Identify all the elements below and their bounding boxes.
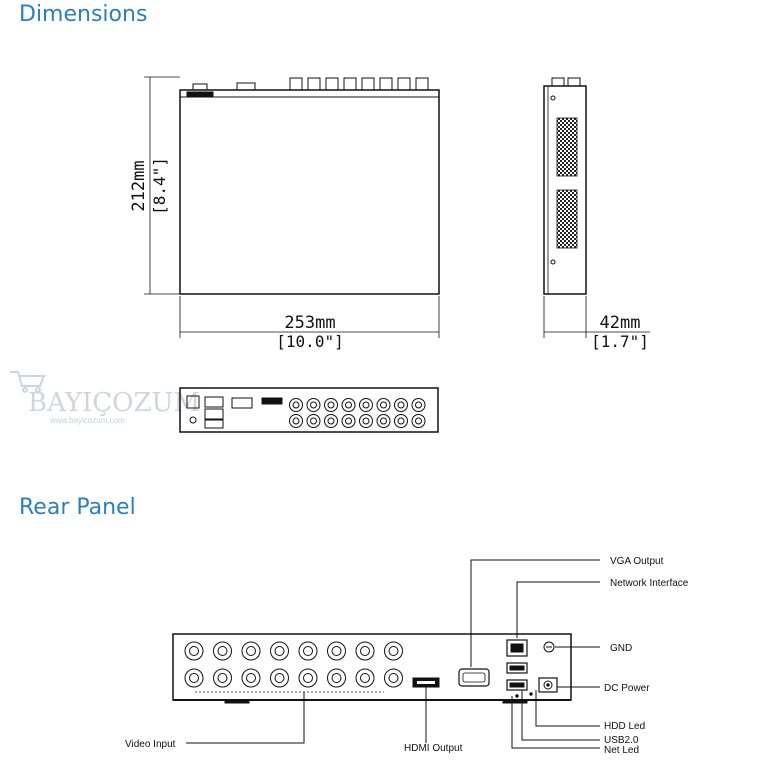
width-inch-label: [10.0"] — [276, 332, 343, 351]
bnc-connector-icon — [270, 641, 289, 661]
bnc-connector-icon — [306, 398, 321, 412]
bnc-connector-icon — [384, 641, 403, 661]
small-bnc-ports — [289, 398, 426, 428]
bnc-connector-icon — [327, 668, 346, 688]
small-vga-port — [231, 397, 253, 409]
bnc-connector-icon — [359, 398, 373, 412]
bnc-connector-icon — [184, 641, 204, 661]
dimensions-heading: Dimensions — [19, 2, 148, 27]
video-input-label: Video Input — [125, 739, 176, 750]
bnc-connector-icon — [213, 641, 232, 661]
net-led-label: Net Led — [604, 745, 639, 756]
top-view-drawing — [144, 76, 440, 338]
gnd-label: GND — [610, 643, 632, 654]
video-input-callout-line — [186, 692, 305, 744]
rear-bnc-ports — [184, 641, 403, 688]
bnc-connector-icon — [359, 414, 373, 428]
vga-port — [458, 668, 490, 687]
width-mm-label: 253mm — [284, 313, 335, 333]
net-led-icon — [515, 694, 519, 698]
hdd-led-icon — [529, 692, 533, 696]
bnc-connector-icon — [355, 641, 375, 661]
bnc-connector-icon — [289, 398, 303, 412]
lan-port — [506, 639, 528, 657]
vga-output-label: VGA Output — [610, 556, 664, 567]
watermark-url: www.bayicozum.com — [49, 416, 125, 425]
bnc-connector-icon — [376, 414, 391, 428]
bnc-connector-icon — [298, 668, 318, 688]
front-logo-mark — [186, 91, 214, 97]
bnc-connector-icon — [213, 668, 232, 688]
usb-label: USB2.0 — [604, 735, 639, 746]
side-vent-lower — [556, 189, 578, 249]
usb-port-lower — [506, 679, 528, 691]
gnd-screw-icon — [543, 641, 555, 653]
height-dimension-lines — [144, 76, 180, 295]
bnc-connector-icon — [270, 668, 289, 688]
side-view-body — [543, 85, 587, 295]
bnc-connector-icon — [184, 668, 204, 688]
dc-power-jack — [538, 677, 558, 693]
rear-foot-right — [502, 699, 528, 704]
bnc-connector-icon — [241, 641, 261, 661]
bnc-connector-icon — [394, 398, 408, 412]
bnc-connector-icon — [298, 641, 318, 661]
side-view-drawing — [543, 77, 650, 338]
rear-view-small — [179, 387, 439, 433]
depth-inch-label: [1.7"] — [591, 332, 649, 351]
hdd-led-callout-line — [535, 690, 600, 727]
rear-panel-drawing — [172, 633, 572, 704]
height-inch-label: [8.4"] — [150, 157, 169, 215]
usb-port-upper — [506, 662, 528, 674]
bnc-connector-icon — [355, 668, 375, 688]
height-mm-label: 212mm — [129, 160, 149, 211]
bnc-connector-icon — [324, 398, 338, 412]
bnc-connector-icon — [341, 414, 356, 428]
side-vent-upper — [556, 117, 578, 177]
top-connectors — [192, 77, 429, 91]
watermark-brand: BAYIÇOZUM — [28, 388, 200, 418]
small-usb-lan — [204, 396, 224, 429]
rear-foot-left — [224, 699, 250, 704]
hdmi-output-label: HDMI Output — [404, 743, 463, 754]
bnc-connector-icon — [241, 668, 261, 688]
depth-dimension-lines — [543, 296, 650, 338]
bnc-connector-icon — [289, 414, 303, 428]
bnc-connector-icon — [327, 641, 346, 661]
top-view-body — [179, 89, 440, 295]
small-power-port — [186, 395, 200, 424]
bnc-connector-icon — [376, 398, 391, 412]
bnc-connector-icon — [306, 414, 321, 428]
bnc-connector-icon — [411, 398, 426, 412]
rear-panel-heading: Rear Panel — [19, 495, 136, 520]
cart-icon — [10, 371, 46, 393]
width-dimension-lines — [179, 296, 440, 338]
usb-callout-line — [521, 690, 600, 741]
bnc-connector-icon — [341, 398, 356, 412]
hdd-led-label: HDD Led — [604, 721, 645, 732]
bnc-connector-icon — [384, 668, 403, 688]
depth-mm-label: 42mm — [600, 313, 641, 333]
network-callout-line — [516, 581, 600, 638]
vga-callout-line — [470, 559, 600, 667]
bnc-connector-icon — [411, 414, 426, 428]
network-interface-label: Network Interface — [610, 578, 689, 589]
callout-lines — [186, 559, 600, 749]
bnc-connector-icon — [394, 414, 408, 428]
dc-power-label: DC Power — [604, 683, 650, 694]
small-hdmi-port — [261, 397, 283, 405]
bnc-connector-icon — [324, 414, 338, 428]
net-led-callout-line — [511, 696, 600, 749]
watermark: BAYIÇOZUM www.bayicozum.com — [10, 371, 200, 425]
